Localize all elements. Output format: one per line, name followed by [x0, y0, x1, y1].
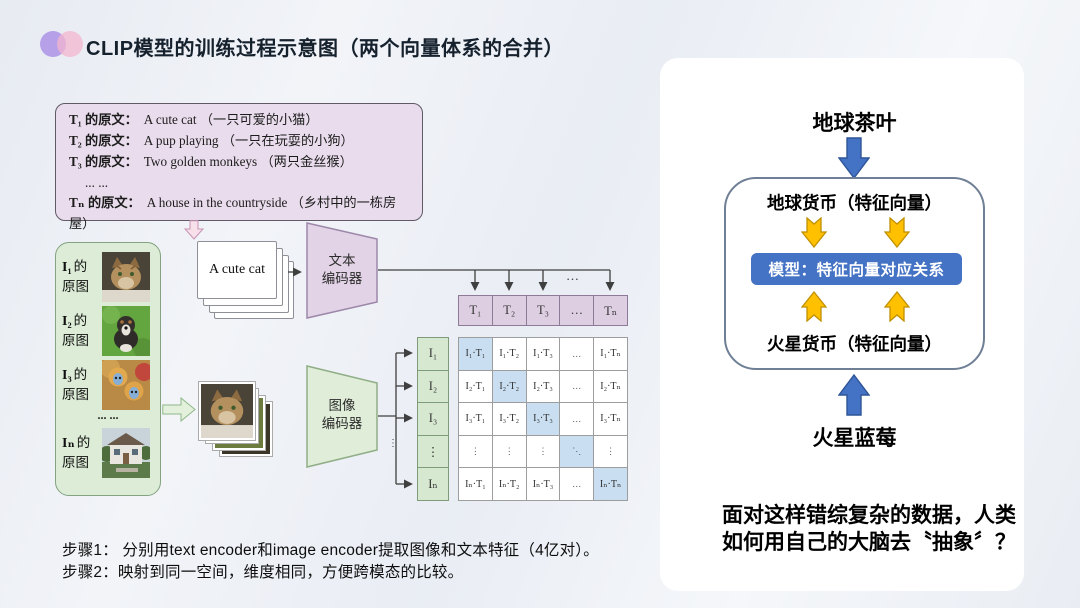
dog-photo	[102, 306, 150, 356]
matrix-cell: I₁·T₁	[459, 338, 493, 371]
i-header-column: I₁ I₂ I₃ ⋮ Iₙ	[417, 337, 449, 501]
mars-currency-label: 火星货币（特征向量）	[767, 334, 942, 354]
image-encoder-label: 图像 编码器	[321, 398, 363, 432]
blue-up-arrow-icon	[838, 374, 870, 416]
text-example-line: T₃ 的原文：Two golden monkeys （两只金丝猴）	[69, 153, 353, 169]
i-arrows-vdots: ⋮	[388, 438, 398, 449]
page-title: CLIP模型的训练过程示意图（两个向量体系的合并）	[86, 38, 565, 60]
matrix-cell: I₂·T₂	[492, 370, 527, 404]
blue-down-arrow-icon	[838, 137, 870, 179]
earth-currency-label: 地球货币（特征向量）	[767, 193, 942, 213]
yellow-down-arrow-icon	[884, 217, 910, 248]
matrix-cell: I₃·T₁	[459, 403, 493, 436]
matrix-cell: ⋮	[594, 435, 628, 469]
matrix-cell: I₁·Tₙ	[594, 338, 628, 371]
mars-blueberry-label: 火星蓝莓	[812, 427, 897, 450]
image-encoder-shape	[306, 365, 378, 468]
i-header-cell: I₃	[418, 403, 449, 436]
t-header-cell: …	[560, 296, 595, 326]
matrix-cell: …	[560, 338, 595, 371]
image-card-stack	[199, 382, 277, 462]
step-2-text: 步骤2：映射到同一空间，维度相同，方便跨模态的比较。	[62, 564, 464, 581]
matrix-cell: I₃·Tₙ	[594, 403, 628, 436]
yellow-up-arrow-icon	[884, 291, 910, 322]
i-header-cell: I₂	[418, 370, 449, 404]
t-header-cell: Tₙ	[594, 296, 628, 326]
text-encoder-label: 文本 编码器	[321, 253, 363, 287]
text-card-stack: A cute cat	[197, 241, 297, 321]
matrix-cell: Iₙ·T₂	[492, 468, 527, 501]
yellow-down-arrow-icon	[801, 217, 827, 248]
matrix-cell: I₂·Tₙ	[594, 370, 628, 404]
yellow-up-arrow-icon	[801, 291, 827, 322]
house-photo	[102, 428, 150, 478]
earth-tea-label: 地球茶叶	[812, 112, 897, 135]
text-examples-box: T₁ 的原文：A cute cat （一只可爱的小猫） T₂ 的原文：A pup…	[55, 103, 423, 231]
matrix-cell: I₃·T₃	[526, 403, 561, 436]
text-example-line: Tₙ 的原文：A house in the countryside （乡村中的一…	[69, 195, 397, 232]
model-box: 模型：特征向量对应关系	[751, 253, 962, 285]
matrix-cell: I₃·T₂	[492, 403, 527, 436]
text-example-line: T₂ 的原文：A pup playing （一只在玩耍的小狗）	[69, 132, 354, 148]
matrix-cell: I₂·T₃	[526, 370, 561, 404]
t-arrows-ellipsis: …	[566, 268, 579, 283]
cat-photo-front	[199, 382, 255, 440]
images-ellipsis: ... ...	[97, 408, 119, 422]
t-header-cell: T₁	[459, 296, 493, 326]
similarity-matrix: I₁·T₁ I₁·T₂ I₁·T₃ … I₁·Tₙ I₂·T₁ I₂·T₂ I₂…	[458, 337, 628, 501]
i-header-cell: ⋮	[418, 435, 449, 469]
green-right-arrow-icon	[162, 397, 196, 422]
matrix-cell: I₂·T₁	[459, 370, 493, 404]
step-1-text: 步骤1： 分别用text encoder和image encoder提取图像和文…	[62, 542, 599, 559]
text-encoder-shape	[306, 222, 378, 319]
sample-text-card: A cute cat	[197, 241, 277, 299]
t-header-cell: T₂	[492, 296, 527, 326]
monkeys-photo	[102, 360, 150, 410]
matrix-cell: ⋮	[459, 435, 493, 469]
text-example-ellipsis: ... ...	[85, 174, 109, 190]
matrix-cell: Iₙ·Tₙ	[594, 468, 628, 501]
matrix-cell: I₁·T₃	[526, 338, 561, 371]
question-text: 面对这样错综复杂的数据，人类 如何用自己的大脑去〝抽象〞？	[722, 504, 1016, 555]
i-header-cell: Iₙ	[418, 468, 449, 501]
matrix-cell: I₁·T₂	[492, 338, 527, 371]
matrix-cell: …	[560, 403, 595, 436]
pink-down-arrow-icon	[183, 220, 205, 240]
matrix-cell: ⋱	[560, 435, 595, 469]
matrix-cell: ⋮	[526, 435, 561, 469]
matrix-cell: Iₙ·T₁	[459, 468, 493, 501]
cat-photo	[102, 252, 150, 302]
t-header-row: T₁ T₂ T₃ … Tₙ	[458, 295, 628, 326]
matrix-cell: Iₙ·T₃	[526, 468, 561, 501]
matrix-cell: ⋮	[492, 435, 527, 469]
pink-dot-icon	[57, 31, 83, 57]
matrix-cell: …	[560, 370, 595, 404]
text-example-line: T₁ 的原文：A cute cat （一只可爱的小猫）	[69, 112, 319, 127]
matrix-cell: …	[560, 468, 595, 501]
i-header-cell: I₁	[418, 338, 449, 371]
t-header-cell: T₃	[526, 296, 561, 326]
